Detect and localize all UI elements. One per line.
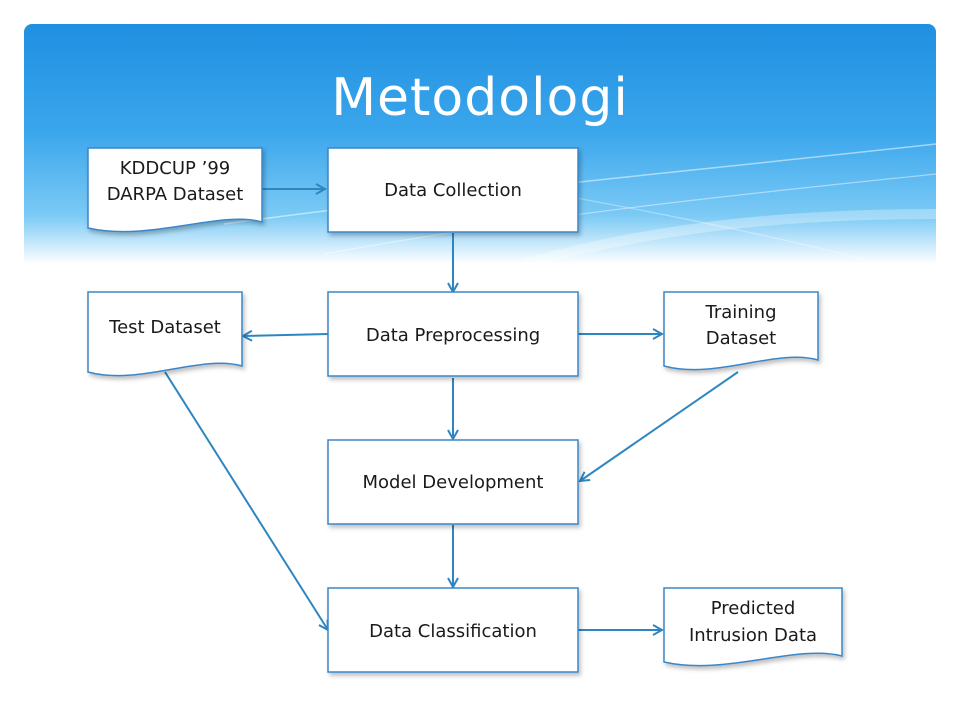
kddcup-label-line1: KDDCUP ’99 [120,158,230,179]
training-dataset-label-line1: Training [704,302,776,323]
model-development-label: Model Development [363,472,544,493]
svg-text:Data Preprocessing: Data Preprocessing [367,326,541,347]
edge-preprocessing-test [243,334,329,336]
slide-title: Metodologi [331,68,629,128]
kddcup-label-line2: DARPA Dataset [107,184,244,205]
predicted-label-line2: Intrusion Data [689,625,817,646]
edges [164,189,739,630]
node-test-dataset: Test Dataset [87,291,243,377]
data-preprocessing-label: Data Preprocessing [366,325,540,346]
test-dataset-label: Test Dataset [108,317,221,338]
svg-text:Data Classification: Data Classification [370,622,538,643]
data-collection-label: Data Collection [384,180,522,201]
predicted-label-line1: Predicted [711,598,796,619]
edge-training-model [580,371,739,481]
data-classification-label: Data Classification [369,621,537,642]
node-predicted-intrusion-data: Predicted Intrusion Data [663,587,843,667]
svg-text:Data Collection: Data Collection [385,181,523,202]
node-data-classification: Data Classification Data Classification [327,587,579,673]
training-dataset-label-line2: Dataset [706,328,777,349]
node-model-development: Model Development Model Development [327,439,579,525]
node-data-collection: Data Collection Data Collection [327,147,579,233]
edge-test-classification [164,371,328,630]
node-training-dataset: Training Dataset [663,291,819,371]
svg-text:Model Development: Model Development [364,473,545,494]
node-data-preprocessing: Data Preprocessing Data Preprocessing [327,291,579,377]
node-kddcup-dataset: KDDCUP ’99 DARPA Dataset [87,147,263,233]
